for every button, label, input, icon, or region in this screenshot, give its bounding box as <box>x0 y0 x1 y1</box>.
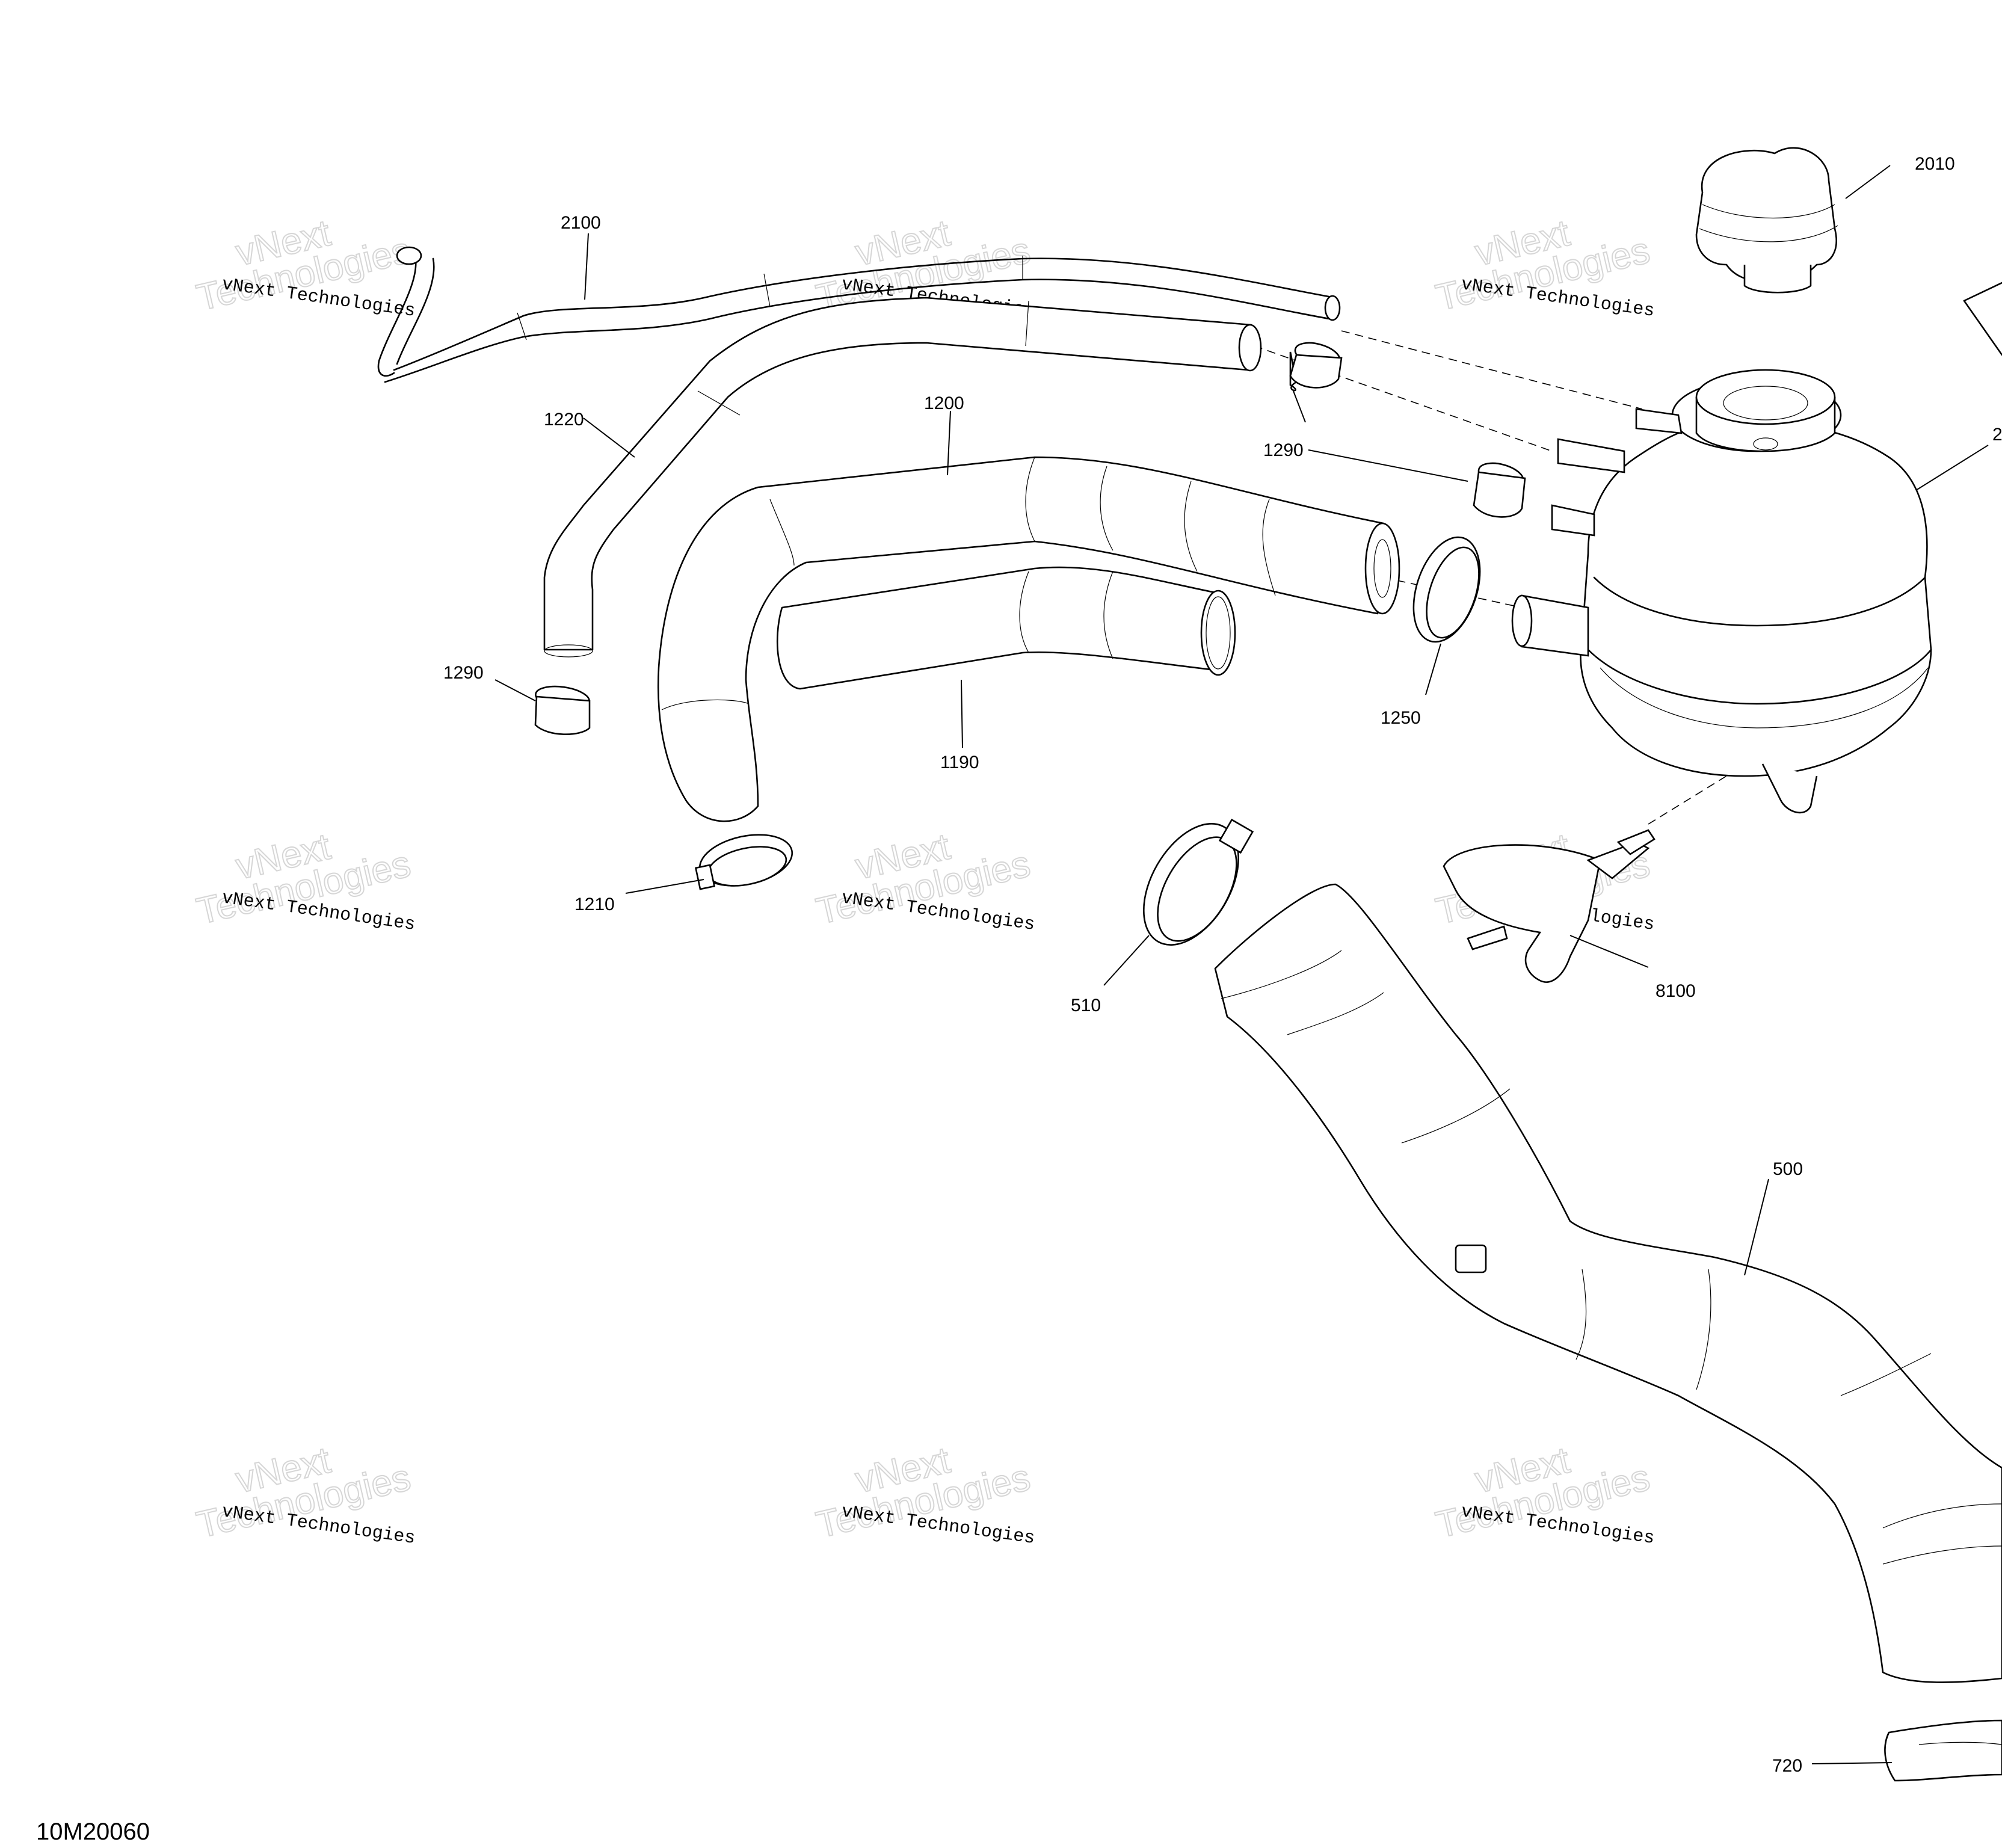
cap-2010 <box>1695 147 1838 294</box>
diagram-code: 10M20060 <box>36 1819 150 1845</box>
sensor-8100 <box>1443 829 1656 983</box>
leader-lines <box>494 165 1989 1764</box>
hose-500 <box>1214 883 2002 1683</box>
callout-1290: 1290 <box>1263 440 1304 460</box>
callout-1290: 1290 <box>443 663 484 683</box>
callout-labels: 2100 2010 1220 1200 1290 1290 1250 1190 … <box>443 154 2002 1776</box>
hose-2100 <box>377 246 1341 383</box>
clamp-720 <box>1884 1719 2002 1782</box>
callout-8100: 8100 <box>1656 981 1696 1001</box>
callout-510: 510 <box>1071 996 1101 1015</box>
clamp-1290-left <box>534 685 591 735</box>
clamp-1290-upper <box>1289 342 1343 392</box>
clamp-510 <box>1142 818 1254 946</box>
callout-tank: 2 <box>1992 425 2002 445</box>
callout-1210: 1210 <box>574 895 615 914</box>
tank-bracket-edge <box>1963 282 2002 356</box>
coolant-tank <box>1511 369 1932 814</box>
callout-1200: 1200 <box>924 393 964 413</box>
hose-1200 <box>657 456 1400 822</box>
callout-1220: 1220 <box>544 410 584 430</box>
callout-2010: 2010 <box>1915 154 1955 174</box>
clamp-1210 <box>694 834 793 890</box>
hose-1220 <box>543 297 1262 658</box>
callout-720: 720 <box>1772 1756 1802 1776</box>
watermark-grid: vNext Technologies vNext Technologies vN… <box>192 212 1656 1549</box>
clamp-1290-right <box>1473 462 1526 518</box>
callout-1190: 1190 <box>940 753 979 772</box>
callout-1250: 1250 <box>1381 708 1421 728</box>
hose-1190 <box>776 566 1236 690</box>
clamp-1250 <box>1412 536 1481 643</box>
callout-500: 500 <box>1773 1159 1803 1179</box>
callout-2100: 2100 <box>561 213 601 233</box>
